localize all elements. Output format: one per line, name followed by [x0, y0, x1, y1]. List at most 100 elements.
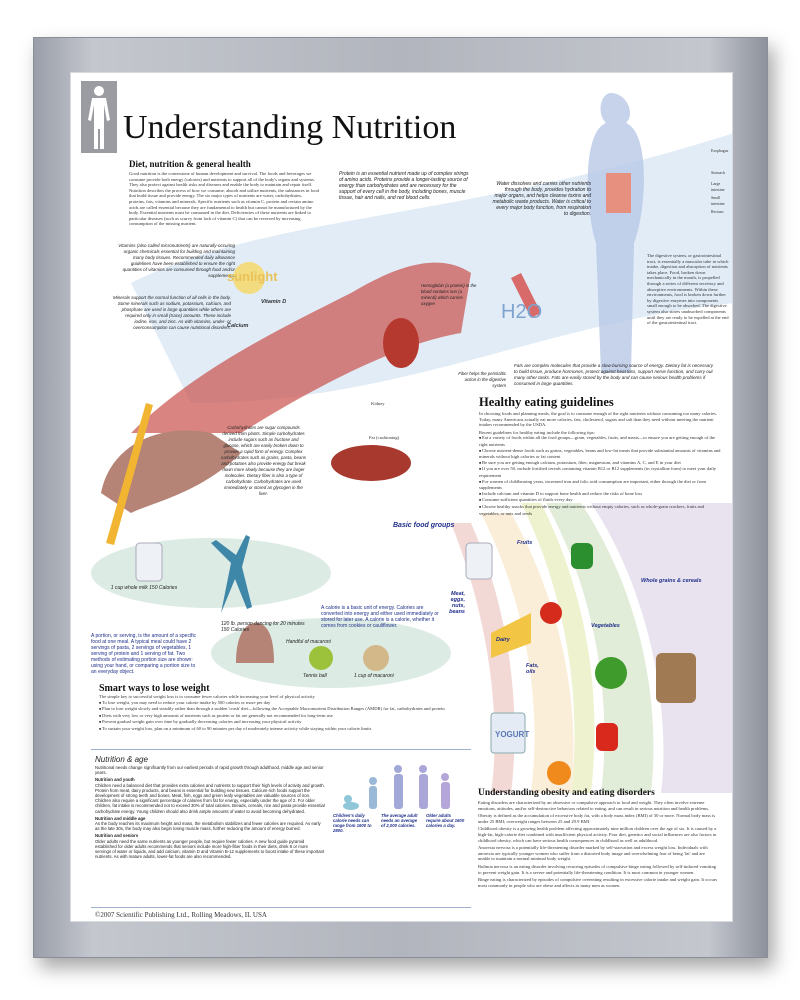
yogurt-label: YOGURT — [495, 730, 530, 739]
age-silhouettes — [343, 765, 450, 810]
band-dairy — [481, 513, 574, 793]
list-item: Include calcium and vitamin D to support… — [479, 491, 724, 498]
list-item: Plan to lose weight slowly and steadily … — [99, 706, 449, 713]
list-item: For women of childbearing years, increas… — [479, 479, 724, 491]
guidelines-list: Eat a variety of foods within all the fo… — [479, 435, 724, 516]
yogurt-cup — [490, 712, 526, 754]
milk-label: 1 cup whole milk 150 Calories — [110, 585, 178, 591]
water-text: Water dissolves and carries other nutrie… — [492, 181, 591, 217]
obesity-para: Binge eating is characterized by episode… — [478, 877, 718, 888]
intestine-segment — [511, 273, 541, 318]
digestive-organs — [606, 173, 631, 213]
handful-label: Handful of macaroni — [286, 639, 331, 645]
rectum-label: Rectum — [711, 209, 724, 214]
kidney-label: Kidney — [371, 401, 385, 406]
band-grains — [591, 503, 732, 793]
meat-label: Meat, eggs, nuts, beans — [449, 591, 465, 615]
dairy-label: Dairy — [496, 637, 510, 643]
esophagus-label: Esophagus — [711, 148, 729, 153]
food-groups-heading: Basic food groups — [393, 522, 455, 529]
orange — [547, 761, 571, 785]
body-silhouette-icon — [81, 81, 117, 153]
sunlight-label: sunlight — [227, 269, 278, 284]
obesity-para: Eating disorders are characterized by an… — [478, 800, 710, 811]
macaroni-pile — [363, 645, 389, 671]
list-item: If you are over 50, include fortified ce… — [479, 466, 724, 478]
band-fats — [521, 503, 595, 793]
weight-list: To lose weight, you may need to reduce y… — [99, 700, 449, 733]
diet-body: Good nutrition is the cornerstone of hum… — [129, 171, 319, 227]
portion-text: A portion, or serving, is the amount of … — [91, 633, 197, 675]
diet-heading: Diet, nutrition & general health — [129, 159, 251, 169]
milk-glass — [135, 542, 163, 582]
red-pepper — [596, 723, 618, 751]
list-item: Diets with very low or very high amounts… — [99, 713, 449, 720]
list-item: To lose weight, you may need to reduce y… — [99, 700, 449, 707]
palm — [236, 623, 274, 663]
adult-calorie-label: The average adult needs an average of 2,… — [381, 813, 418, 828]
guidelines-heading: Healthy eating guidelines — [479, 395, 614, 409]
nutrition-poster: Understanding Nutrition D — [70, 72, 733, 922]
arm-muscle — [131, 262, 471, 433]
digestive-text: The digestive system, or gastrointestina… — [647, 253, 729, 326]
bread — [656, 653, 696, 703]
stomach-label: Stomach — [711, 170, 725, 175]
vegetables-label: Vegetables — [591, 623, 620, 629]
age-section: Nutrition & age Nutritional needs change… — [95, 755, 325, 859]
liver — [331, 445, 411, 481]
large-intestine-label: Large intestine — [711, 181, 725, 192]
youth-heading: Nutrition and youth — [95, 777, 135, 783]
obesity-para: Anorexia nervosa is a potentially life-t… — [478, 845, 708, 862]
list-item: Prevent gradual weight gain over time by… — [99, 719, 449, 726]
background-illustration — [91, 93, 732, 908]
page-title: Understanding Nutrition — [123, 109, 457, 146]
weight-heading: Smart ways to lose weight — [99, 683, 210, 694]
list-item: Choose nutrient-dense foods such as grai… — [479, 448, 724, 460]
weight-section: Smart ways to lose weight The simple key… — [99, 683, 449, 733]
obesity-section: Understanding obesity and eating disorde… — [478, 788, 718, 888]
calcium-label: Calcium — [227, 323, 249, 329]
middle-text: As the body reaches its maximum height a… — [95, 821, 321, 832]
list-item: Consume sufficient quantities of fluids … — [479, 497, 724, 504]
tennis-ball — [309, 646, 333, 670]
guidelines-intro: In choosing foods and planning meals, th… — [479, 411, 718, 428]
obesity-heading: Understanding obesity and eating disorde… — [478, 788, 655, 798]
green-ellipse — [91, 538, 331, 608]
human-torso — [587, 93, 644, 373]
copyright: ©2007 Scientific Publishing Ltd., Rollin… — [95, 911, 267, 919]
fat-label: Fat (cushioning) — [369, 435, 400, 440]
divider-2 — [91, 907, 471, 908]
older-calorie-label: Older adults require about 1600 calories… — [426, 813, 465, 828]
minerals-text: Minerals support the normal function of … — [113, 295, 231, 330]
cheese — [491, 613, 531, 658]
fiber-label: Fiber helps the peristaltic action in th… — [458, 371, 506, 388]
dancing-label: 120 lb. person dancing for 20 minutes 15… — [221, 621, 305, 633]
list-item: Choose healthy snacks that provide energ… — [479, 504, 724, 516]
h2o-label: H2O — [501, 301, 543, 323]
list-item: To sustain your weight loss, plan on a m… — [99, 726, 449, 733]
sun — [233, 262, 265, 294]
list-item: Be sure you are getting enough calcium, … — [479, 460, 724, 467]
vitamin-d-label: Vitamin D — [261, 299, 287, 305]
middle-heading: Nutrition and middle age — [95, 815, 146, 821]
child-calorie-label: Children's daily calorie needs can range… — [333, 813, 372, 833]
obesity-para: Obesity is defined as the accumulation o… — [478, 813, 716, 824]
guidelines-section: In choosing foods and planning meals, th… — [479, 411, 724, 516]
fats-label: Fats, oils — [526, 663, 539, 675]
dancer — [211, 535, 252, 613]
list-item: Eat a variety of foods within all the fo… — [479, 435, 724, 447]
tennis-label: Tennis ball — [303, 673, 327, 679]
weight-intro: The simple key to successful weight loss… — [99, 694, 315, 699]
hemoglobin-label: Hemoglobin (a protein) in the blood cont… — [421, 283, 477, 306]
kidney — [383, 318, 419, 368]
seniors-text: Older adults need the same nutrients as … — [95, 838, 325, 860]
protein-text: Protein is an essential nutrient made up… — [339, 171, 469, 201]
broccoli — [595, 657, 627, 689]
fruits-label: Fruits — [517, 540, 533, 546]
obesity-para: Bulimia nervosa is an eating disorder in… — [478, 863, 717, 875]
vitamins-text: Vitamins (also called micronutrients) ar… — [118, 243, 235, 278]
divider — [91, 749, 471, 750]
age-heading: Nutrition & age — [95, 755, 148, 764]
guidelines-lead: Recent guidelines for healthy eating inc… — [479, 429, 595, 435]
age-intro: Nutritional needs change significantly f… — [95, 765, 324, 776]
